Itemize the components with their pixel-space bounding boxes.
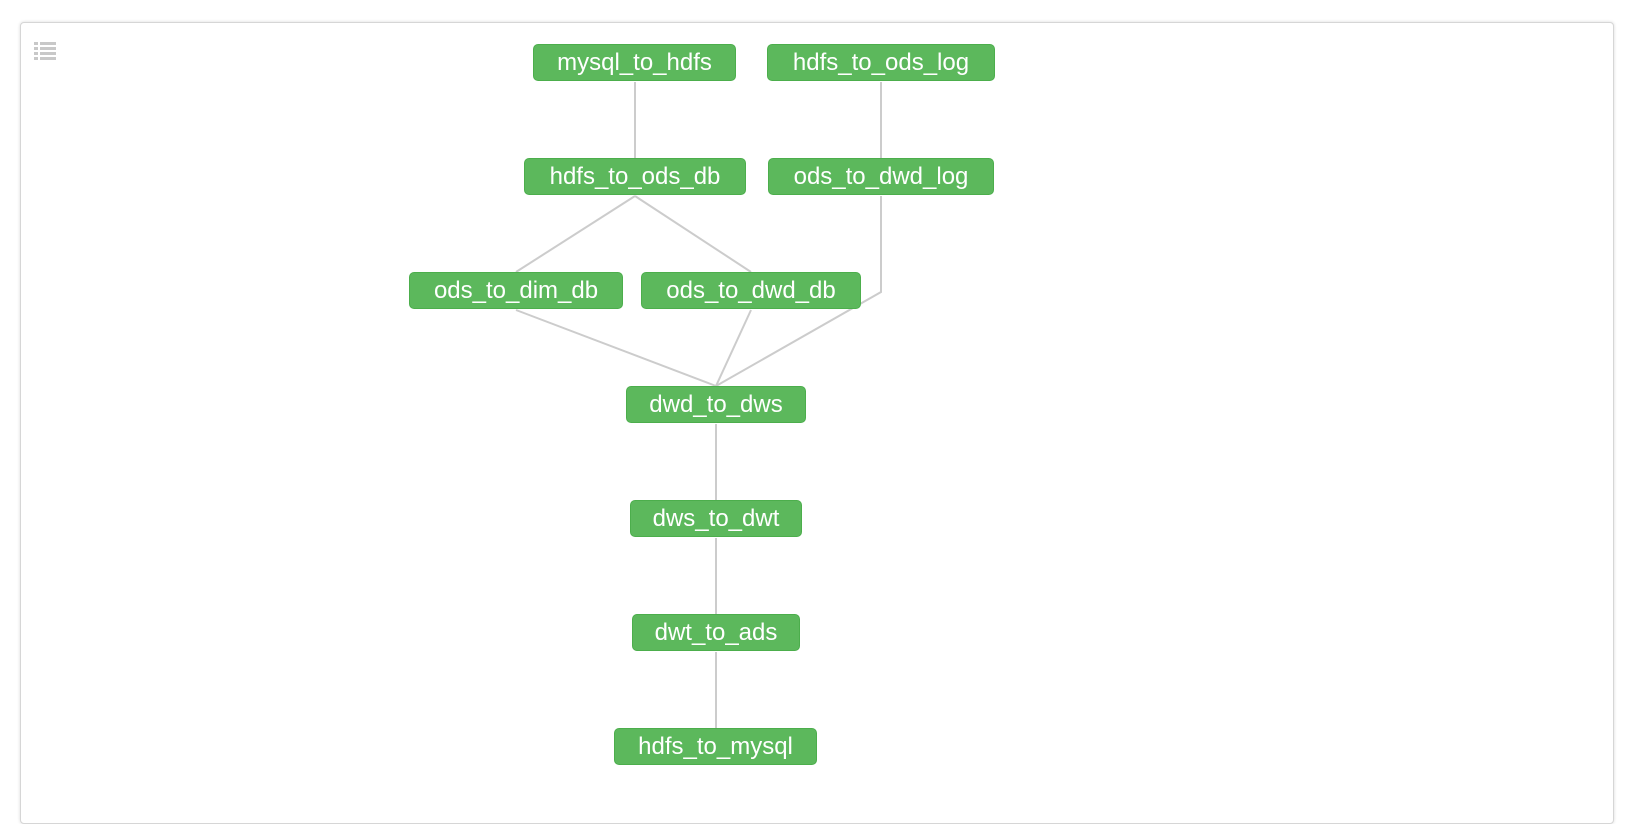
node-ods_to_dwd_log[interactable]: ods_to_dwd_log — [768, 158, 994, 195]
list-icon[interactable] — [34, 41, 56, 61]
node-ods_to_dwd_db[interactable]: ods_to_dwd_db — [641, 272, 861, 309]
node-hdfs_to_mysql[interactable]: hdfs_to_mysql — [614, 728, 817, 765]
node-mysql_to_hdfs[interactable]: mysql_to_hdfs — [533, 44, 736, 81]
node-hdfs_to_ods_db[interactable]: hdfs_to_ods_db — [524, 158, 746, 195]
node-dwd_to_dws[interactable]: dwd_to_dws — [626, 386, 806, 423]
node-ods_to_dim_db[interactable]: ods_to_dim_db — [409, 272, 623, 309]
node-hdfs_to_ods_log[interactable]: hdfs_to_ods_log — [767, 44, 995, 81]
node-dws_to_dwt[interactable]: dws_to_dwt — [630, 500, 802, 537]
dag-graph-panel — [20, 22, 1614, 824]
node-dwt_to_ads[interactable]: dwt_to_ads — [632, 614, 800, 651]
